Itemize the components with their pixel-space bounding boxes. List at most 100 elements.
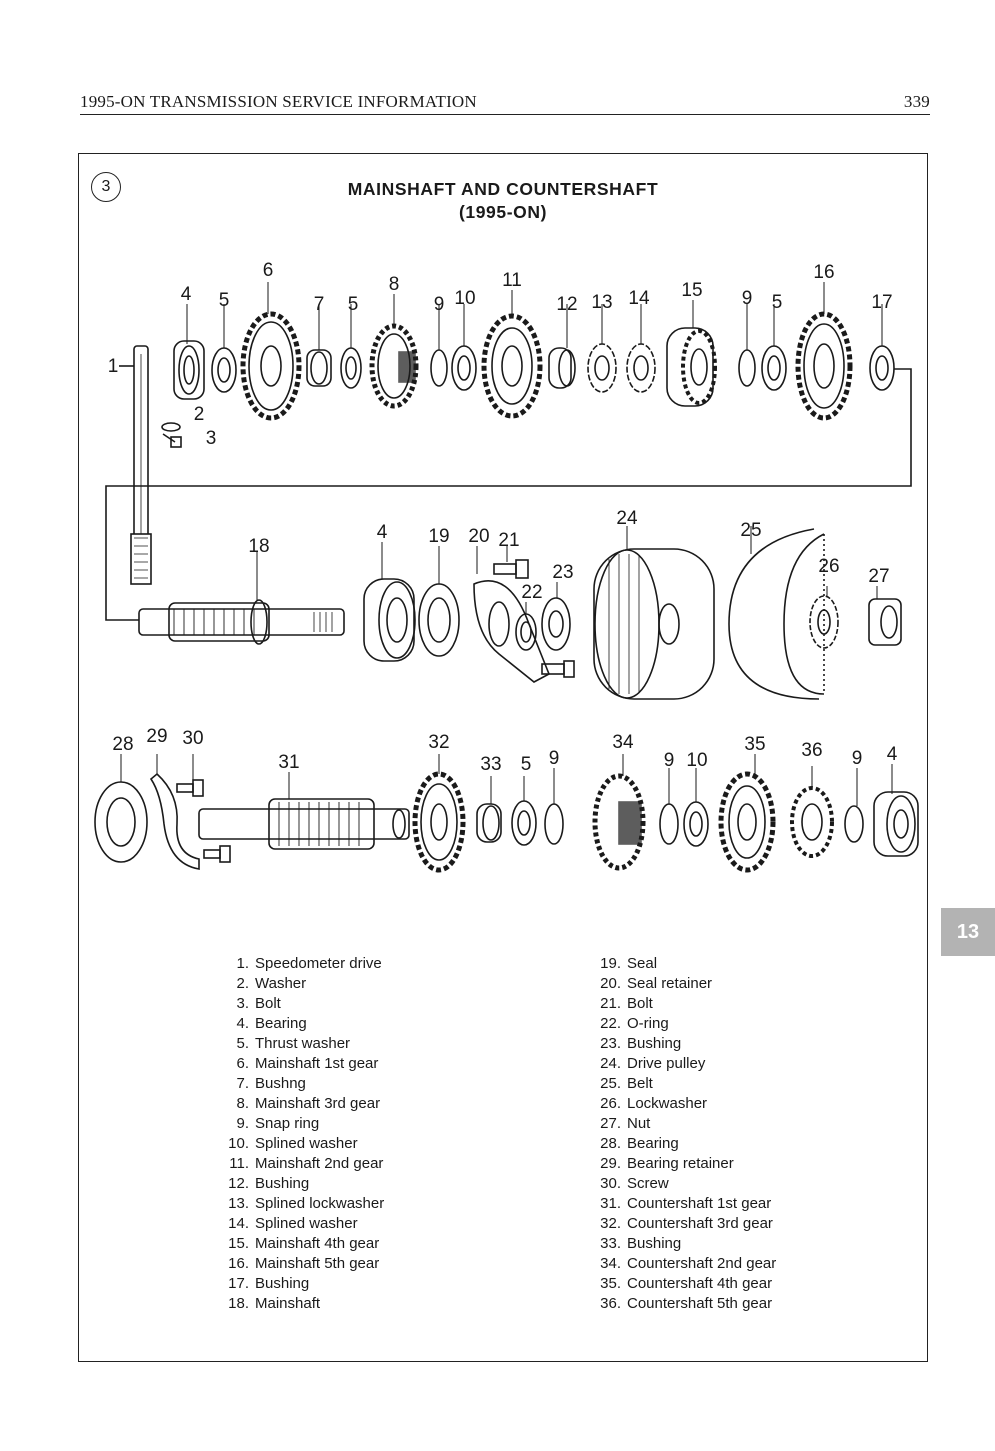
callout-10b: 10: [686, 750, 707, 771]
page-number: 339: [903, 92, 930, 111]
callout-27: 27: [868, 566, 889, 587]
chapter-thumb-tab: 13: [941, 908, 995, 956]
legend-item: 21.Bolt: [600, 995, 653, 1012]
legend-item: 11.Mainshaft 2nd gear: [229, 1155, 384, 1172]
legend-item: 5.Thrust washer: [236, 1035, 351, 1052]
figure-number: 3: [91, 172, 121, 202]
callout-31: 31: [278, 752, 299, 773]
countershaft-2nd-gear-part: [592, 773, 646, 871]
screw-part: [176, 779, 231, 863]
nut-part: [868, 598, 902, 646]
legend-item: 15.Mainshaft 4th gear: [228, 1235, 380, 1252]
leader-lines: [120, 282, 893, 806]
legend-item: 29.Bearing retainer: [600, 1155, 734, 1172]
callout-8: 8: [389, 274, 400, 295]
legend-item: 4.Bearing: [236, 1015, 307, 1032]
mainshaft-part: [138, 599, 345, 645]
callout-24: 24: [616, 508, 638, 529]
mainshaft-5th-gear-part: [795, 311, 853, 421]
washer-part: [161, 422, 181, 432]
bearing-part-row1: [173, 340, 205, 400]
callout-23: 23: [552, 562, 573, 583]
legend-item: 22.O-ring: [600, 1015, 669, 1032]
callout-28: 28: [112, 734, 133, 755]
countershaft-part: [198, 798, 410, 850]
legend-item: 19.Seal: [600, 955, 658, 972]
bushing-part-row1a: [306, 349, 332, 387]
exploded-view-diagram: 1 2 3 4 5 6 7 5 8 9 10 11 12 13 14 15 9 …: [94, 260, 919, 873]
figure-box: 3 MAINSHAFT AND COUNTERSHAFT (1995-ON): [78, 153, 928, 1362]
callout-34: 34: [612, 732, 634, 753]
callout-32: 32: [428, 732, 449, 753]
legend-item: 26.Lockwasher: [600, 1095, 708, 1112]
callout-2: 2: [194, 404, 205, 425]
callout-36: 36: [801, 740, 822, 761]
figure-subtitle: (1995-ON): [458, 202, 548, 222]
callout-20: 20: [468, 526, 489, 547]
callout-14: 14: [628, 288, 650, 309]
bearing-part-row2: [363, 578, 416, 662]
legend-item: 24.Drive pulley: [600, 1055, 706, 1072]
bushing-part-row3: [476, 803, 502, 843]
legend-item: 33.Bushing: [600, 1235, 682, 1252]
callout-1: 1: [108, 356, 119, 377]
mainshaft-1st-gear-part: [240, 311, 302, 421]
bearing-retainer-part: [149, 772, 200, 870]
legend-left-column: 1.Speedometer drive 2.Washer 3.Bolt 4.Be…: [219, 954, 384, 1314]
callout-9b: 9: [742, 288, 753, 309]
legend-right-column: 19.Seal 20.Seal retainer 21.Bolt 22.O-ri…: [591, 954, 776, 1314]
callout-26: 26: [818, 556, 839, 577]
thrust-washer-part: [211, 347, 237, 393]
bearing-part-row3b: [873, 791, 919, 857]
callout-5b: 5: [348, 294, 359, 315]
callout-9e: 9: [852, 748, 863, 769]
legend-item: 31.Countershaft 1st gear: [600, 1195, 772, 1212]
callout-21: 21: [498, 530, 519, 551]
legend-item: 35.Countershaft 4th gear: [600, 1275, 773, 1292]
snap-ring-part-row1a: [430, 349, 448, 387]
callout-4c: 4: [887, 744, 898, 765]
legend-item: 36.Countershaft 5th gear: [600, 1295, 773, 1312]
bushing-part-row1c: [869, 345, 895, 391]
callout-3: 3: [206, 428, 217, 449]
connector-line-row1-row2: [105, 368, 912, 621]
callout-9d: 9: [664, 750, 675, 771]
callout-5: 5: [219, 290, 230, 311]
drive-pulley-part: [593, 548, 715, 700]
legend-item: 1.Speedometer drive: [236, 955, 382, 972]
legend-item: 18.Mainshaft: [228, 1295, 321, 1312]
callout-29: 29: [146, 726, 167, 747]
countershaft-3rd-gear-part: [412, 771, 466, 873]
callout-18: 18: [248, 536, 269, 557]
callout-33: 33: [480, 754, 501, 775]
countershaft-4th-gear-part: [718, 771, 776, 873]
legend-item: 20.Seal retainer: [600, 975, 713, 992]
bolt-part: [162, 433, 182, 448]
legend-item: 6.Mainshaft 1st gear: [236, 1055, 379, 1072]
speedometer-drive-part: [130, 345, 152, 585]
seal-part: [418, 583, 460, 657]
bearing-part-row3a: [94, 781, 148, 863]
legend-item: 8.Mainshaft 3rd gear: [236, 1095, 381, 1112]
callout-13: 13: [591, 292, 612, 313]
callout-22: 22: [521, 582, 542, 603]
legend-item: 2.Washer: [236, 975, 307, 992]
legend-item: 25.Belt: [600, 1075, 653, 1092]
callout-35: 35: [744, 734, 765, 755]
legend-item: 12.Bushing: [228, 1175, 310, 1192]
mainshaft-3rd-gear-part: [369, 323, 419, 409]
callout-labels: 1 2 3 4 5 6 7 5 8 9 10 11 12 13 14 15 9 …: [108, 260, 898, 775]
mainshaft-4th-gear-part: [666, 327, 717, 407]
callout-9c: 9: [549, 748, 560, 769]
legend-item: 3.Bolt: [236, 995, 281, 1012]
legend-item: 27.Nut: [600, 1115, 651, 1132]
legend-item: 30.Screw: [600, 1175, 669, 1192]
callout-17: 17: [871, 292, 892, 313]
callout-4b: 4: [377, 522, 388, 543]
legend-item: 14.Splined washer: [228, 1215, 358, 1232]
legend-item: 7.Bushng: [236, 1075, 306, 1092]
legend-item: 32.Countershaft 3rd gear: [600, 1215, 773, 1232]
legend-item: 10.Splined washer: [228, 1135, 358, 1152]
callout-9: 9: [434, 294, 445, 315]
callout-5d: 5: [521, 754, 532, 775]
